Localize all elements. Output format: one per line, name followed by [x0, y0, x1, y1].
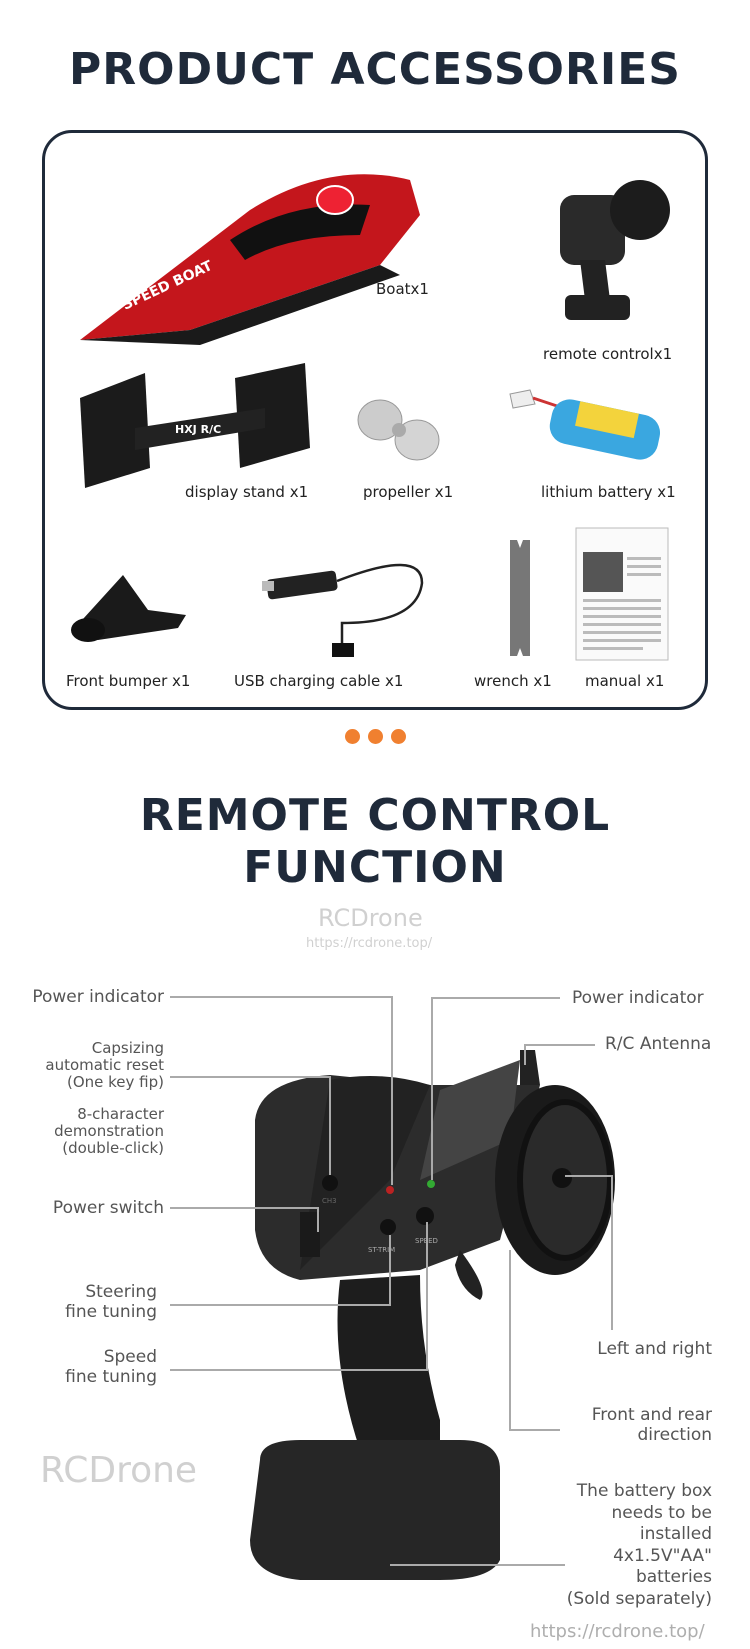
item-label: manual x1	[585, 672, 665, 690]
remote-title-line2: FUNCTION	[243, 842, 507, 893]
item-label: Boatx1	[376, 280, 429, 298]
pager-dot[interactable]	[368, 729, 383, 744]
watermark-brand: RCDrone	[318, 904, 423, 932]
callout-lines	[170, 996, 613, 1566]
remote-control-image	[560, 180, 670, 320]
item-label: Front bumper x1	[66, 672, 191, 690]
pager-dot[interactable]	[391, 729, 406, 744]
item-label: wrench x1	[474, 672, 552, 690]
item-label: display stand x1	[185, 483, 309, 501]
st-trim-label: ST-TRIM	[368, 1246, 395, 1254]
ch3-label: CH3	[322, 1197, 337, 1205]
callout-power-switch: Power switch	[52, 1198, 164, 1218]
item-label: remote controlx1	[543, 345, 673, 363]
item-label: propeller x1	[363, 483, 454, 501]
callout-power-indicator-right: Power indicator	[572, 988, 704, 1008]
item-label: USB charging cable x1	[234, 672, 404, 690]
battery-image	[509, 389, 661, 460]
watermark-brand-bottom: RCDrone	[40, 1450, 198, 1491]
remote-title-line1: REMOTE CONTROL	[139, 790, 611, 841]
pager-dot[interactable]	[345, 729, 360, 744]
manual-image	[575, 527, 669, 661]
callout-rc-antenna: R/C Antenna	[605, 1034, 712, 1054]
callout-power-indicator-left: Power indicator	[32, 987, 164, 1007]
wrench-image	[510, 540, 530, 656]
callout-speed-fine-tuning: Speed fine tuning	[65, 1347, 157, 1387]
callout-front-and-rear: Front and rear direction	[591, 1405, 712, 1445]
watermark-url: https://rcdrone.top/	[306, 936, 433, 951]
boat-image: SPEED BOAT	[80, 174, 420, 345]
watermark-url-bottom: https://rcdrone.top/	[530, 1621, 705, 1642]
front-bumper-image	[71, 575, 186, 642]
display-stand-image: HXJ R/C	[80, 363, 310, 488]
callout-capsizing-reset: Capsizing automatic reset (One key fip)	[45, 1039, 164, 1091]
stand-logo: HXJ R/C	[175, 423, 221, 436]
callout-8-character-demo: 8-character demonstration (double-click)	[54, 1105, 164, 1157]
usb-cable-image	[262, 563, 424, 657]
callout-left-and-right: Left and right	[597, 1339, 712, 1359]
callout-battery-box: The battery box needs to be installed 4x…	[566, 1481, 712, 1609]
accessories-title: PRODUCT ACCESSORIES	[69, 44, 681, 95]
propeller-image	[357, 399, 440, 461]
item-label: lithium battery x1	[541, 483, 676, 501]
callout-steering-fine-tuning: Steering fine tuning	[65, 1282, 157, 1322]
